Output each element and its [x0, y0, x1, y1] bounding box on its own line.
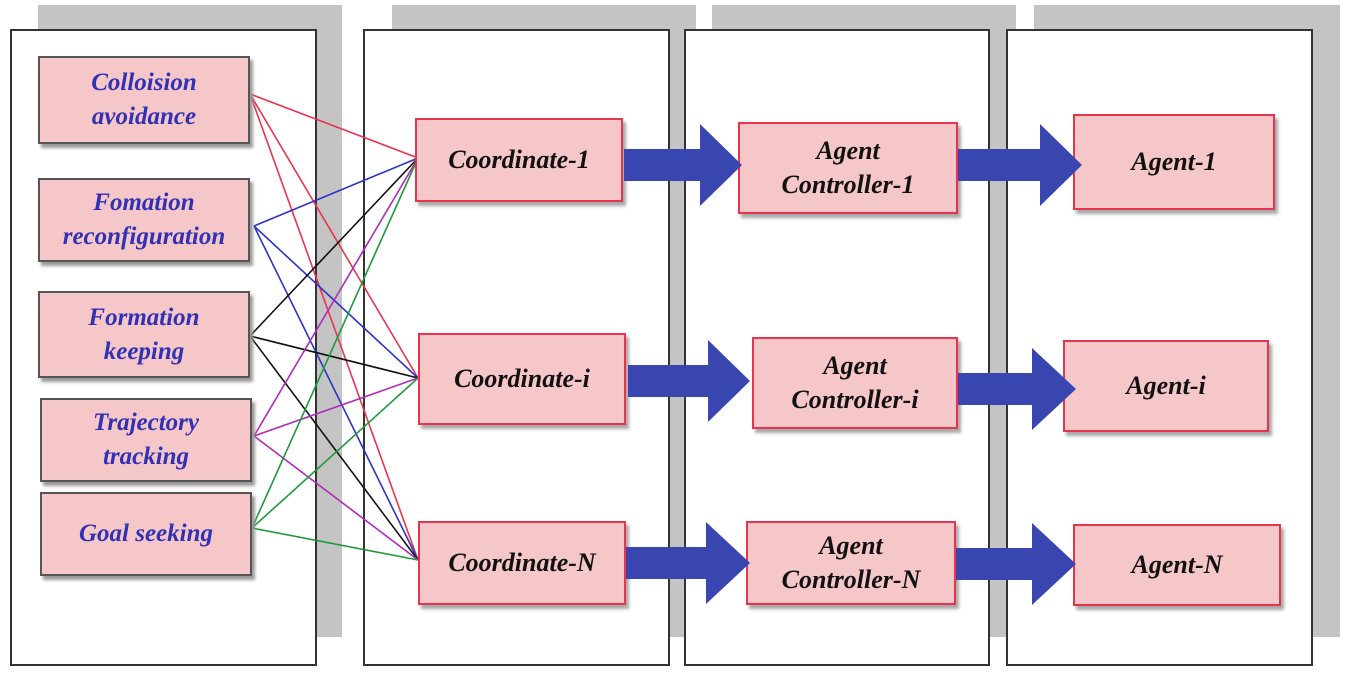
coordinator-1: Coordinate-1 — [415, 118, 623, 202]
agent-controller-1: Agent Controller-1 — [738, 122, 958, 214]
task-collision-avoidance: Colloision avoidance — [38, 56, 250, 144]
agent-label: Agent-1 — [1131, 147, 1217, 176]
edge-collision-coordinator-2 — [249, 93, 419, 379]
task-label-line1: Trajectory — [93, 409, 199, 436]
task-label-line2: reconfiguration — [62, 223, 226, 250]
controller-label-line2: Controller-1 — [781, 170, 915, 199]
task-goal-seeking: Goal seeking — [40, 492, 252, 576]
task-label-line1: Goal seeking — [78, 520, 214, 547]
controller-label-line2: Controller-N — [781, 565, 921, 594]
agent-controller-n: Agent Controller-N — [746, 521, 956, 605]
edge-keeping-coordinator-1 — [249, 157, 419, 337]
edge-goal-coordinator-3 — [251, 527, 419, 561]
task-label-line1: Formation — [88, 303, 200, 331]
coordinator-label: Coordinate-i — [454, 364, 590, 393]
task-trajectory-tracking: Trajectory tracking — [40, 398, 252, 482]
edge-tracking-coordinator-3 — [253, 435, 419, 561]
edge-keeping-coordinator-2 — [249, 335, 419, 379]
coordinator-i: Coordinate-i — [418, 333, 626, 425]
edge-collision-coordinator-3 — [249, 93, 419, 561]
edge-goal-coordinator-2 — [251, 377, 419, 529]
agent-i: Agent-i — [1063, 340, 1269, 432]
task-formation-keeping: Formation keeping — [38, 291, 250, 378]
arrow-coordinatori-controlleri — [628, 340, 750, 422]
edge-keeping-coordinator-3 — [249, 335, 419, 561]
task-label-line2: keeping — [103, 337, 185, 365]
arrow-coordinatorn-controllern — [626, 522, 750, 604]
edge-reconfiguration-coordinator-1 — [253, 157, 419, 227]
arrow-controller1-agent1 — [958, 124, 1082, 206]
controller-label-line1: Agent — [816, 136, 880, 165]
edge-collision-coordinator-1 — [249, 93, 419, 159]
agent-label: Agent-N — [1131, 550, 1223, 579]
coordinator-n: Coordinate-N — [418, 521, 626, 605]
task-coordinator-edges — [249, 93, 419, 561]
coordinator-label: Coordinate-1 — [448, 145, 590, 174]
agent-1: Agent-1 — [1073, 114, 1275, 210]
arrow-controllern-agentn — [956, 523, 1076, 605]
edge-tracking-coordinator-2 — [253, 377, 419, 437]
edge-reconfiguration-coordinator-3 — [253, 225, 419, 561]
controller-label-line2: Controller-i — [791, 385, 919, 414]
task-label-line1: Colloision — [91, 69, 197, 96]
agent-label: Agent-i — [1126, 371, 1206, 400]
task-label-line2: avoidance — [91, 103, 197, 130]
edge-tracking-coordinator-1 — [253, 157, 419, 437]
arrow-controlleri-agenti — [958, 348, 1076, 430]
task-label-line2: tracking — [102, 443, 190, 470]
arrow-coordinator1-controller1 — [624, 124, 742, 206]
agent-n: Agent-N — [1073, 524, 1281, 606]
task-formation-reconfiguration: Fomation reconfiguration — [38, 178, 250, 262]
controller-label-line1: Agent — [823, 351, 887, 380]
agent-controller-i: Agent Controller-i — [752, 337, 958, 429]
edge-goal-coordinator-1 — [251, 157, 419, 529]
task-label-line1: Fomation — [93, 189, 195, 216]
controller-label-line1: Agent — [819, 531, 883, 560]
coordinator-label: Coordinate-N — [448, 548, 596, 577]
edge-reconfiguration-coordinator-2 — [253, 225, 419, 379]
